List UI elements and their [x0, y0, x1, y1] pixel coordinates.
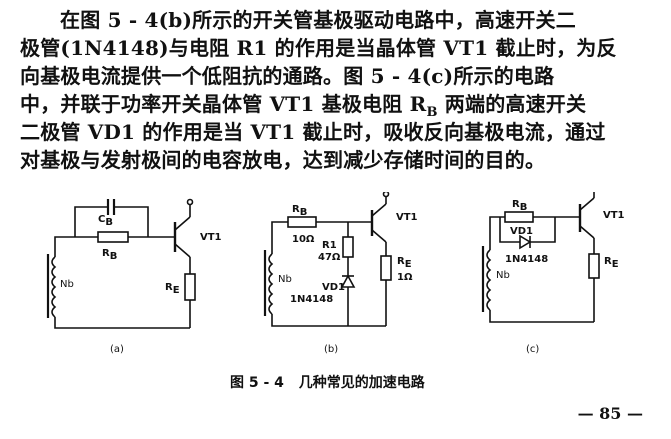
vt1-label-b: VT1: [396, 212, 418, 223]
paragraph-line-4: 中，并联于功率开关晶体管 VT1 基极电阻 RB 两端的高速开关: [20, 90, 660, 120]
labels-b: RB 10Ω R1 47Ω VD1 1N4148 RE 1Ω Nb VT1 (b…: [278, 204, 418, 355]
subfig-label-a: (a): [110, 344, 124, 355]
circuit-c: [481, 192, 600, 323]
circuit-a: [46, 198, 196, 329]
re-label-c: RE: [604, 256, 619, 270]
re-label-a: RE: [165, 282, 180, 296]
paragraph-line-1: 在图 5 - 4(b)所示的开关管基极驱动电路中，高速开关二: [60, 8, 576, 32]
rb-label-a: RB: [102, 248, 117, 262]
paragraph-line-5: 二极管 VD1 的作用是当 VT1 截止时，吸收反向基极电流，通过: [20, 120, 606, 144]
circuit-b: [263, 192, 392, 327]
re-label-b: RE: [397, 256, 412, 270]
rb-label-c: RB: [512, 199, 527, 213]
paragraph-line-3: 向基极电流提供一个低阻抗的通路。图 5 - 4(c)所示的电路: [20, 64, 555, 88]
vt1-label-c: VT1: [603, 210, 625, 221]
vt1-label-a: VT1: [200, 232, 222, 243]
labels-c: RB VD1 1N4148 RE Nb VT1 (c): [496, 199, 625, 355]
body-paragraph: 在图 5 - 4(b)所示的开关管基极驱动电路中，高速开关二 极管(1N4148…: [20, 6, 660, 174]
vd1-label-c: VD1: [510, 226, 533, 237]
paragraph-line-4-tail: 两端的高速开关: [437, 92, 587, 116]
r1-value-b: 47Ω: [318, 252, 341, 263]
vd1-label-b: VD1: [322, 282, 345, 293]
cap-label-a: CB: [98, 214, 113, 228]
figure-caption: 图 5 - 4 几种常见的加速电路: [230, 372, 435, 392]
transformer-coil-a: [51, 256, 57, 318]
diode-part-b: 1N4148: [290, 294, 333, 305]
re-value-b: 1Ω: [397, 272, 413, 283]
paragraph-line-4-head: 中，并联于功率开关晶体管 VT1 基极电阻 R: [20, 92, 427, 116]
nb-label-b: Nb: [278, 274, 292, 285]
page-number: — 85 —: [577, 404, 643, 423]
caption-number: 图 5 - 4: [230, 375, 284, 391]
transformer-coil-b: [268, 253, 274, 315]
paragraph-line-2: 极管(1N4148)与电阻 R1 的作用是当晶体管 VT1 截止时，为反: [20, 36, 617, 60]
rb-value-b: 10Ω: [292, 234, 315, 245]
subfig-label-c: (c): [526, 344, 539, 355]
rb-label-b: RB: [292, 204, 307, 218]
transformer-coil-c: [486, 249, 492, 311]
r1-label-b: R1: [322, 240, 337, 251]
nb-label-c: Nb: [496, 270, 510, 281]
subfig-label-b: (b): [324, 344, 338, 355]
nb-label-a: Nb: [60, 279, 74, 290]
labels-a: CB RB RE Nb VT1 (a): [60, 214, 222, 355]
paragraph-line-6: 对基极与发射极间的电容放电，达到减少存储时间的目的。: [20, 148, 546, 172]
caption-title: 几种常见的加速电路: [298, 375, 425, 391]
circuit-figure: CB RB RE Nb VT1 (a) RB 10Ω R1 47Ω VD1 1N…: [46, 192, 625, 355]
diode-part-c: 1N4148: [505, 254, 548, 265]
rb-subscript: B: [426, 105, 438, 120]
